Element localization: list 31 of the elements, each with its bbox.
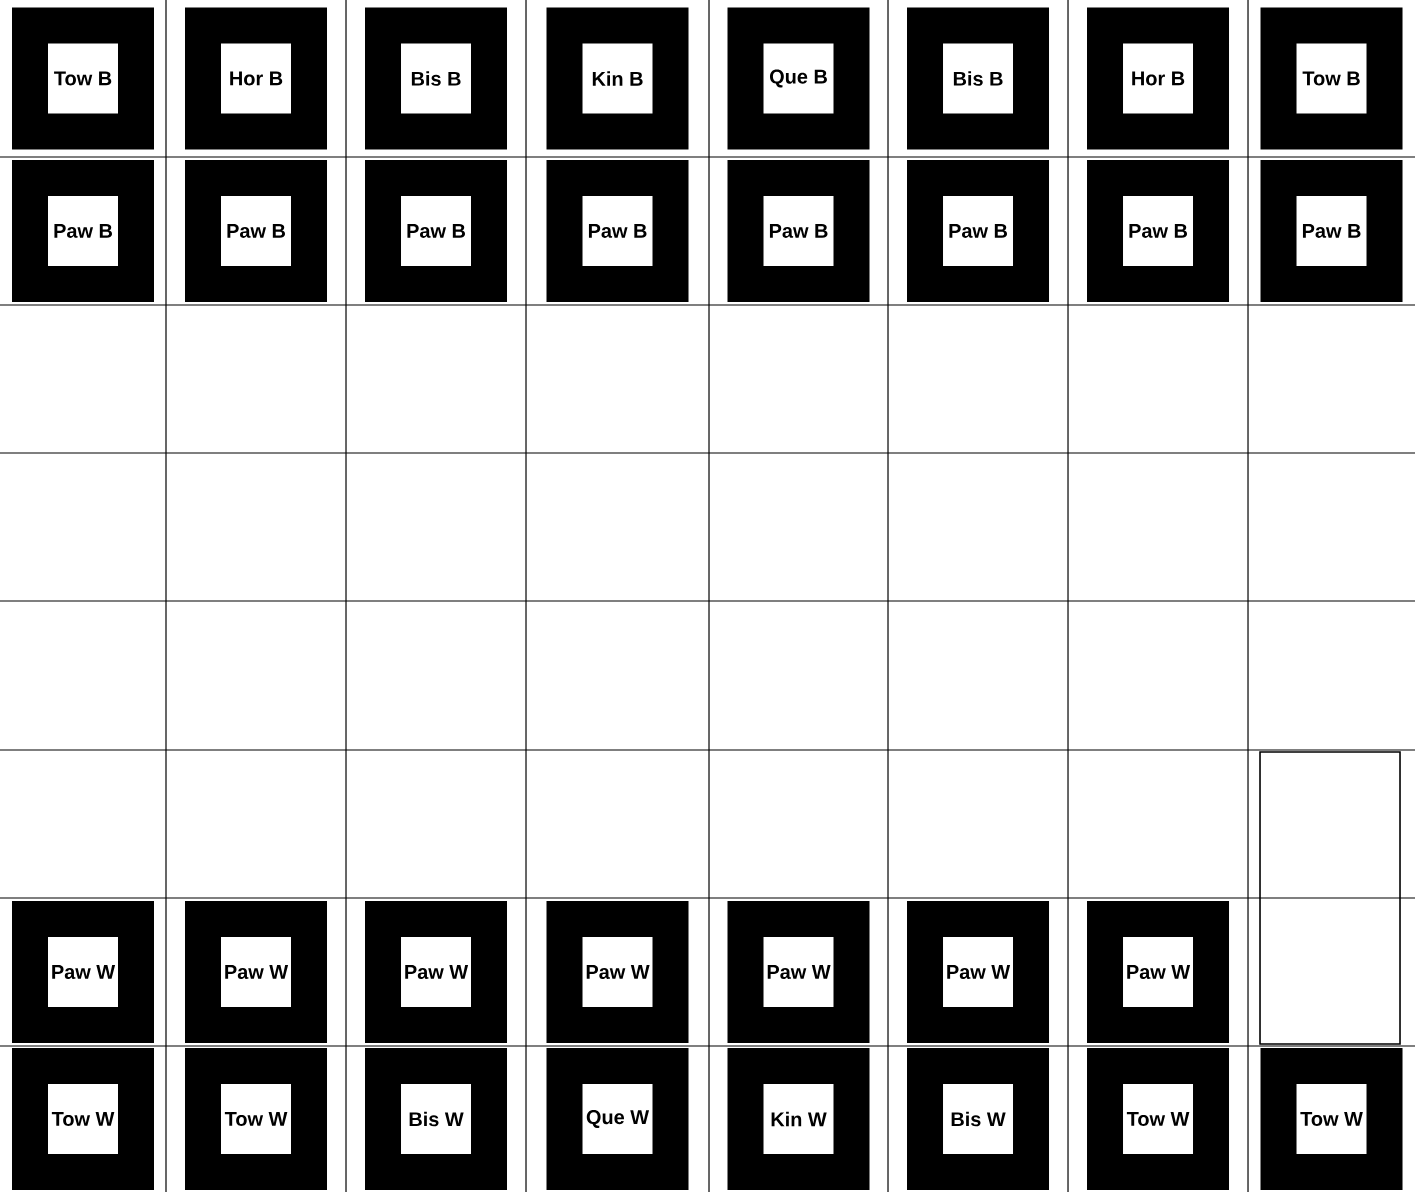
- marker-tile: Paw W: [1087, 901, 1229, 1043]
- marker-tile: Tow W: [1087, 1048, 1229, 1190]
- marker-tile: Paw W: [546, 901, 689, 1043]
- marker-tile: Paw B: [1260, 160, 1403, 302]
- marker-tile: Paw B: [907, 160, 1049, 302]
- marker-tile: Bis B: [365, 7, 507, 150]
- marker-tile: Kin W: [727, 1048, 870, 1190]
- marker-tile: Paw B: [185, 160, 327, 302]
- marker-tile: Paw B: [365, 160, 507, 302]
- marker-tile: Paw W: [12, 901, 154, 1043]
- marker-tile: Tow W: [1260, 1048, 1403, 1190]
- marker-tile: Paw B: [12, 160, 154, 302]
- marker-tile: Hor B: [1087, 7, 1229, 150]
- marker-tile: Paw B: [546, 160, 689, 302]
- marker-tile: Bis W: [907, 1048, 1049, 1190]
- marker-tile: Tow B: [1260, 7, 1403, 150]
- marker-tile: Tow W: [12, 1048, 154, 1190]
- marker-tile: Tow B: [12, 7, 154, 150]
- marker-tile: Paw W: [185, 901, 327, 1043]
- marker-tile: Paw W: [365, 901, 507, 1043]
- marker-tile: Paw W: [907, 901, 1049, 1043]
- marker-tile: Tow W: [185, 1048, 327, 1190]
- marker-tile: Paw B: [1087, 160, 1229, 302]
- marker-tile: Paw B: [727, 160, 870, 302]
- marker-tile: Paw W: [727, 901, 870, 1043]
- marker-tile: Kin B: [546, 7, 689, 150]
- marker-tile: Que W: [546, 1048, 689, 1190]
- marker-tile: Bis B: [907, 7, 1049, 150]
- marker-tile: Bis W: [365, 1048, 507, 1190]
- marker-tile: Hor B: [185, 7, 327, 150]
- marker-tile: Que B: [727, 7, 870, 150]
